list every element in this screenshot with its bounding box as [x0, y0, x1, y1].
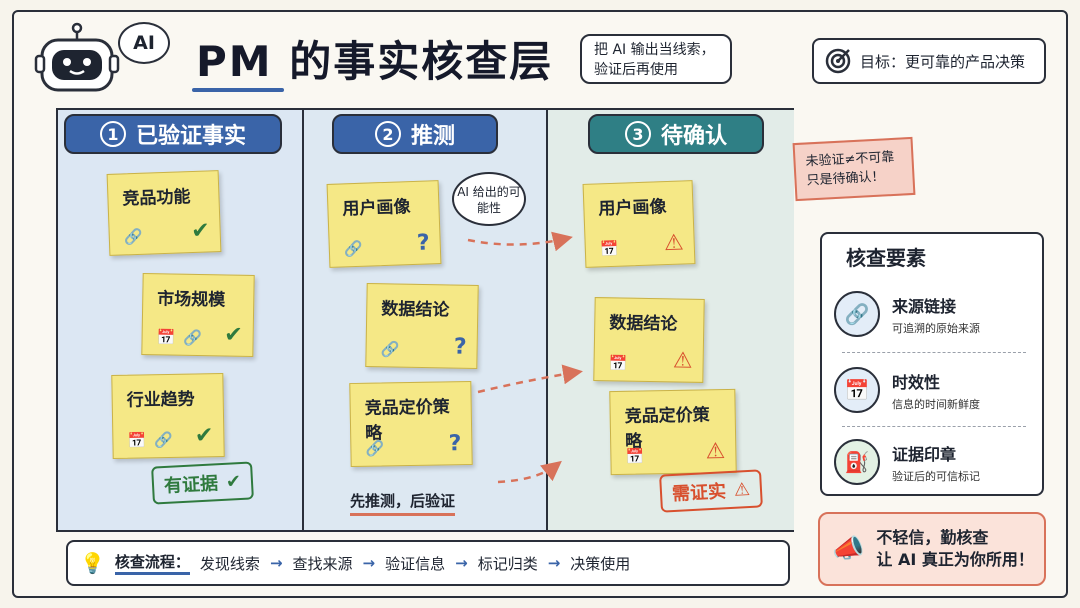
sticky-note: 竞品定价策略 🔗 ? — [349, 380, 473, 468]
link-icon: 🔗 — [153, 430, 173, 450]
sticky-note: 行业趋势 📅🔗 ✔ — [111, 373, 225, 459]
sticky-note: 用户画像 📅 ⚠ — [582, 180, 696, 268]
check-item-timeliness: 📅 时效性信息的时间新鲜度 — [834, 358, 1034, 422]
check-elements-title: 核查要素 — [846, 246, 926, 270]
link-icon: 🔗 — [365, 439, 385, 458]
warning-icon: ⚠ — [663, 230, 685, 257]
check-elements-panel: 核查要素 🔗 来源链接可追溯的原始来源 📅 时效性信息的时间新鲜度 ⛽ 证据印章… — [820, 232, 1044, 496]
stamp-icon: ⛽ — [834, 439, 880, 485]
flow-bar: 💡 核查流程： 发现线索 → 查找来源 → 验证信息 → 标记归类 → 决策使用 — [66, 540, 790, 586]
link-icon: 🔗 — [183, 328, 203, 348]
check-icon: ✔ — [223, 322, 243, 348]
guess-footer: 先推测，后验证 — [350, 490, 456, 516]
ai-bubble: AI — [118, 22, 170, 64]
arrow-right-icon: → — [362, 554, 376, 572]
warning-icon: ⚠ — [705, 439, 726, 465]
check-item-stamp: ⛽ 证据印章验证后的可信标记 — [834, 430, 1034, 494]
side-note: 未验证≠不可靠 只是待确认！ — [792, 136, 916, 202]
calendar-icon: 📅 — [127, 431, 147, 450]
callout-box: 📣 不轻信，勤核查 让 AI 真正为你所用！ — [818, 512, 1046, 586]
sticky-note: 竞品定价策略 📅 ⚠ — [609, 388, 737, 476]
flow-label: 核查流程： — [114, 551, 190, 575]
question-icon: ? — [448, 431, 462, 457]
check-icon: ✔ — [194, 423, 214, 449]
page-title: PM 的事实核查层 — [196, 37, 554, 86]
sticky-note: 数据结论 🔗 ? — [365, 283, 479, 369]
link-icon: 🔗 — [380, 340, 400, 359]
sticky-note: 用户画像 🔗 ? — [326, 180, 442, 268]
arrow-right-icon: → — [547, 554, 561, 572]
needs-proof-stamp: 需证实⚠ — [659, 469, 764, 513]
goal-box: 目标：更可靠的产品决策 — [812, 38, 1046, 84]
question-icon: ? — [453, 334, 467, 360]
robot-icon — [34, 22, 120, 92]
flow-step: 发现线索 — [199, 554, 260, 573]
flow-step: 标记归类 — [477, 554, 538, 573]
check-icon: ✔ — [190, 218, 211, 245]
megaphone-icon: 📣 — [832, 534, 865, 564]
arrow-right-icon: → — [269, 554, 283, 572]
calendar-icon: 📅 — [599, 239, 619, 259]
link-icon: 🔗 — [343, 239, 363, 259]
arrow-right-icon: → — [455, 554, 468, 572]
flow-step: 查找来源 — [292, 554, 353, 573]
warning-icon: ⚠ — [733, 478, 751, 501]
evidence-stamp: 有证据✔ — [151, 461, 255, 505]
header-note: 把 AI 输出当线索，验证后再使用 — [580, 34, 732, 84]
flow-step: 验证信息 — [385, 554, 446, 573]
link-icon: 🔗 — [834, 291, 880, 337]
sticky-note: 市场规模 📅🔗 ✔ — [141, 273, 255, 357]
thought-bubble: AI 给出的可能性 — [452, 172, 526, 226]
check-item-source: 🔗 来源链接可追溯的原始来源 — [834, 282, 1034, 346]
calendar-icon: 📅 — [625, 447, 645, 466]
calendar-icon: 📅 — [608, 354, 628, 373]
flow-step: 决策使用 — [570, 554, 631, 573]
goal-text: 目标：更可靠的产品决策 — [860, 52, 1026, 71]
lightbulb-icon: 💡 — [80, 551, 105, 575]
sticky-note: 数据结论 📅 ⚠ — [593, 297, 705, 383]
link-icon: 🔗 — [123, 227, 143, 247]
title-underline — [192, 88, 284, 92]
calendar-icon: 📅 — [156, 328, 176, 347]
target-icon — [825, 48, 851, 74]
check-icon: ✔ — [225, 470, 242, 493]
calendar-icon: 📅 — [834, 367, 880, 413]
sticky-note: 竞品功能 🔗 ✔ — [106, 170, 222, 256]
warning-icon: ⚠ — [672, 348, 693, 374]
question-icon: ? — [416, 230, 431, 256]
